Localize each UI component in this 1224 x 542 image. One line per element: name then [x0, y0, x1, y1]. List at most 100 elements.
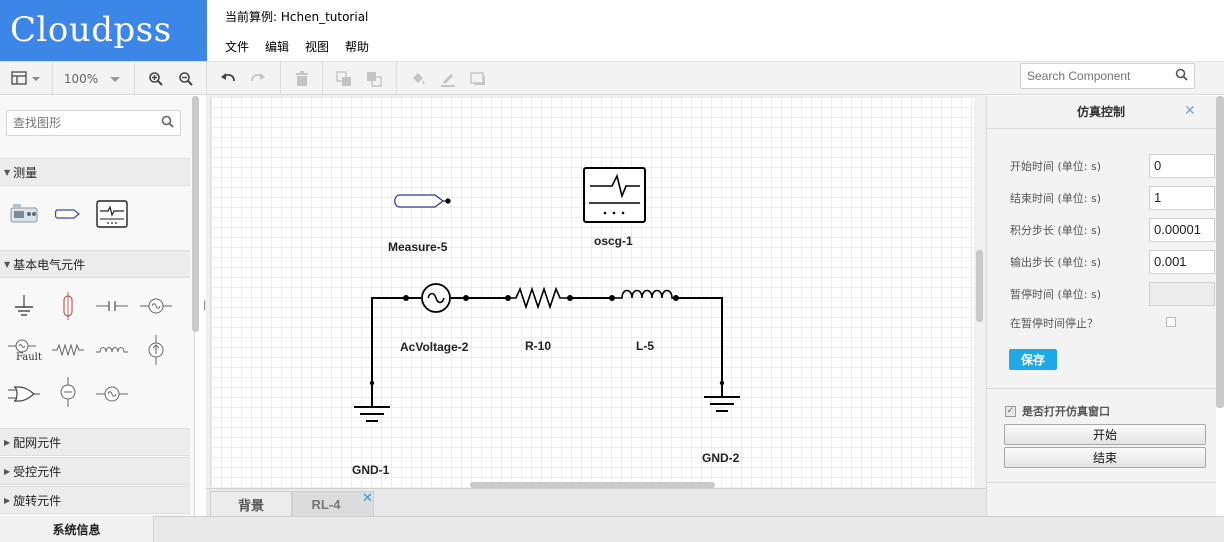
shape-search[interactable]: [6, 110, 181, 136]
palette-voltage-source[interactable]: [52, 376, 84, 408]
section-label: 基本电气元件: [13, 257, 86, 272]
section-measurement[interactable]: ▼测量: [0, 158, 190, 186]
end-time-label: 结束时间 (单位: s): [1010, 192, 1102, 205]
footer-bar: [0, 516, 1224, 542]
tab-background[interactable]: 背景: [210, 491, 292, 517]
end-button[interactable]: 结束: [1004, 447, 1206, 468]
gnd2-label: GND-2: [702, 451, 740, 465]
palette-resistor[interactable]: [52, 334, 84, 366]
shadow-button[interactable]: [468, 68, 488, 90]
component-search[interactable]: [1020, 63, 1195, 89]
section-label: 旋转元件: [13, 493, 62, 508]
chevron-down-icon: [110, 77, 121, 82]
panel-divider: [986, 388, 1216, 389]
pause-time-input[interactable]: [1149, 282, 1215, 306]
open-sim-window-checkbox[interactable]: ✓: [1005, 405, 1016, 417]
palette-oscilloscope[interactable]: [96, 198, 128, 230]
splitter-handle[interactable]: ‖: [203, 300, 208, 311]
redo-button[interactable]: [248, 68, 268, 90]
palette-meter[interactable]: [8, 198, 40, 230]
search-icon[interactable]: [1175, 68, 1188, 85]
ac-source-icon: [140, 298, 172, 314]
resistor-label: R-10: [525, 339, 552, 353]
trash-icon: [296, 71, 308, 86]
meter-device-icon: [10, 204, 38, 223]
system-info-tab[interactable]: 系统信息: [0, 516, 154, 542]
canvas-horizontal-scrollbar[interactable]: [470, 482, 715, 488]
delete-button[interactable]: [292, 68, 312, 90]
palette-fuse[interactable]: [52, 290, 84, 322]
zoom-in-icon: [149, 72, 163, 86]
panel-scrollbar[interactable]: [1216, 96, 1224, 408]
menu-file[interactable]: 文件: [225, 40, 250, 54]
section-rotating[interactable]: ▶旋转元件: [0, 486, 190, 514]
sidebar-scrollbar[interactable]: [192, 96, 199, 332]
end-time-input[interactable]: 1: [1149, 186, 1215, 210]
palette-ground[interactable]: [8, 290, 40, 322]
send-back-button[interactable]: [364, 68, 384, 90]
fault-label: Fault: [16, 352, 42, 363]
start-time-label: 开始时间 (单位: s): [1010, 160, 1102, 173]
canvas-vertical-scrollbar[interactable]: [976, 250, 983, 322]
section-distribution[interactable]: ▶配网元件: [0, 428, 190, 456]
pencil-icon: [441, 74, 455, 87]
stop-at-pause-label: 在暂停时间停止？: [1010, 317, 1098, 330]
zoom-in-button[interactable]: [146, 68, 166, 90]
section-label: 受控元件: [13, 464, 62, 479]
zoom-out-button[interactable]: [176, 68, 196, 90]
ac-source-icon: [96, 386, 128, 402]
tab-rl-4[interactable]: RL-4: [292, 491, 374, 517]
stop-at-pause-checkbox[interactable]: [1166, 317, 1176, 327]
search-icon[interactable]: [161, 115, 174, 132]
section-controlled[interactable]: ▶受控元件: [0, 457, 190, 485]
layout-toggle-button[interactable]: [8, 68, 44, 90]
section-label: 测量: [13, 165, 38, 180]
panel-divider: [986, 482, 1216, 483]
menu-view[interactable]: 视图: [305, 40, 330, 54]
section-basic-electrical[interactable]: ▼基本电气元件: [0, 250, 190, 278]
palette-measure[interactable]: [52, 198, 84, 230]
undo-button[interactable]: [218, 68, 238, 90]
redo-icon: [251, 73, 265, 82]
caret-down-icon: ▼: [4, 167, 11, 177]
bring-front-button[interactable]: [334, 68, 354, 90]
caret-right-icon: ▶: [4, 437, 11, 447]
component-search-input[interactable]: [1021, 64, 1171, 88]
to-front-icon: [336, 71, 351, 86]
output-step-input[interactable]: 0.001: [1149, 250, 1215, 274]
caret-down-icon: ▼: [4, 259, 11, 269]
dc-source-icon: [60, 377, 76, 407]
fill-color-button[interactable]: [408, 68, 428, 90]
palette-diode[interactable]: [8, 378, 40, 410]
palette-ac-source[interactable]: [140, 290, 172, 322]
palette-ac-source-2[interactable]: [96, 378, 128, 410]
ground-icon: [15, 295, 33, 316]
palette-fault[interactable]: Fault: [8, 336, 44, 368]
header-bar: [207, 0, 1224, 61]
oscg-label: oscg-1: [594, 234, 633, 248]
integration-step-input[interactable]: 0.00001: [1149, 218, 1215, 242]
menu-edit[interactable]: 编辑: [265, 40, 290, 54]
inductor-icon: [96, 347, 128, 353]
palette-current-source[interactable]: [140, 334, 172, 366]
start-button[interactable]: 开始: [1004, 424, 1206, 445]
gnd1-label: GND-1: [352, 463, 390, 477]
open-sim-window-row[interactable]: ✓ 是否打开仿真窗口: [1005, 403, 1110, 419]
shape-search-input[interactable]: [7, 111, 157, 135]
diagram-canvas[interactable]: [210, 97, 974, 487]
open-sim-window-label: 是否打开仿真窗口: [1022, 405, 1110, 418]
palette-inductor[interactable]: [96, 334, 128, 366]
start-time-input[interactable]: 0: [1149, 154, 1215, 178]
menu-help[interactable]: 帮助: [345, 40, 370, 54]
inductor-label: L-5: [636, 339, 654, 353]
output-step-label: 输出步长 (单位: s): [1010, 256, 1102, 269]
save-button[interactable]: 保存: [1009, 349, 1057, 370]
zoom-select[interactable]: 100%: [62, 68, 124, 90]
measure-probe-icon: [54, 209, 80, 219]
close-tab-icon[interactable]: ✕: [362, 491, 373, 506]
line-color-button[interactable]: [438, 68, 458, 90]
close-icon[interactable]: ✕: [1184, 103, 1196, 119]
palette-capacitor[interactable]: [96, 290, 128, 322]
capacitor-icon: [96, 301, 128, 311]
tab-label: RL-4: [311, 497, 341, 512]
